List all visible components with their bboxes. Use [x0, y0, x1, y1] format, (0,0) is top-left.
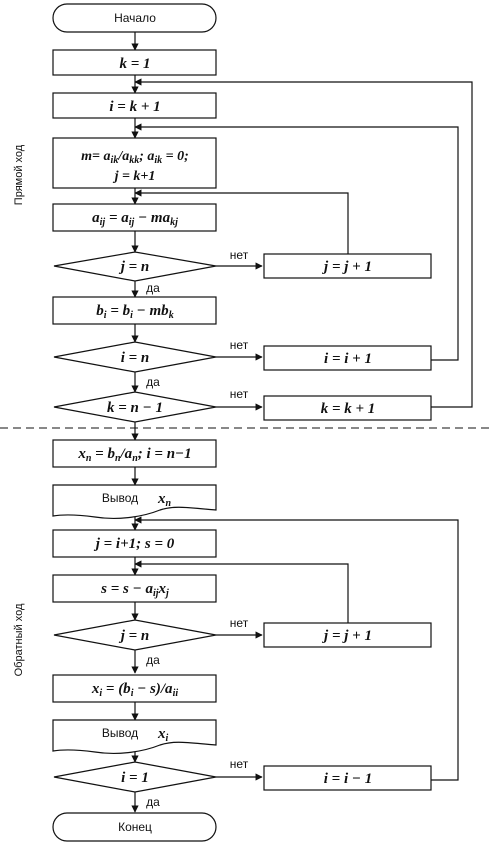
- decision-i-eq-1-formula: i = 1: [121, 770, 149, 786]
- decrement-i-formula: i = i − 1: [324, 771, 372, 787]
- increment-j-backward-block: [263, 622, 432, 648]
- update-b-block: [52, 296, 217, 325]
- xn-block: [52, 439, 217, 468]
- output-xi-label: Вывод: [102, 726, 138, 740]
- no-label: нет: [230, 616, 249, 630]
- output-xi-var: xi: [157, 726, 169, 744]
- init-i-block: [52, 92, 217, 119]
- decision-i-eq-n: [53, 341, 217, 373]
- decision-j-eq-n-backward: [53, 619, 217, 651]
- increment-i-formula: i = i + 1: [324, 351, 372, 367]
- update-a-block: [52, 203, 217, 232]
- accumulate-s-formula: s = s − aijxj: [100, 581, 169, 599]
- increment-j-block: [263, 253, 432, 279]
- accumulate-s-block: [52, 574, 217, 603]
- decrement-i-block: [263, 765, 432, 791]
- decision-i-eq-1: [53, 761, 217, 793]
- init-j-s-formula: j = i+1; s = 0: [94, 536, 175, 552]
- increment-j-formula: j = j + 1: [322, 259, 372, 275]
- no-label: нет: [230, 248, 249, 262]
- yes-label: да: [146, 281, 160, 295]
- no-label: нет: [230, 338, 249, 352]
- output-xi-block: [52, 719, 217, 755]
- xi-block: [52, 674, 217, 703]
- loop-connectors: [134, 78, 473, 781]
- xn-formula: xn = bn/an; i = n−1: [77, 446, 191, 464]
- no-label: нет: [230, 387, 249, 401]
- init-i-formula: i = k + 1: [109, 99, 160, 115]
- increment-j-backward-formula: j = j + 1: [322, 628, 372, 644]
- no-label: нет: [230, 757, 249, 771]
- init-j-formula: j = k+1: [113, 169, 156, 184]
- multiplier-formula: m= aik/akk; aik = 0;: [81, 149, 189, 166]
- start-label: Начало: [114, 11, 156, 25]
- start-terminal: [52, 3, 217, 33]
- update-a-formula: aij = aij − makj: [92, 210, 178, 228]
- update-b-formula: bi = bi − mbk: [96, 303, 173, 321]
- decision-j-eq-n-backward-formula: j = n: [119, 628, 150, 644]
- increment-k-formula: k = k + 1: [321, 401, 376, 417]
- decision-j-eq-n: [53, 251, 217, 282]
- forward-pass-label: Прямой ход: [13, 144, 25, 205]
- increment-i-block: [263, 345, 432, 371]
- yes-label: да: [146, 375, 160, 389]
- increment-k-block: [263, 395, 432, 421]
- output-xn-block: [52, 484, 217, 520]
- init-k-formula: k = 1: [119, 56, 150, 72]
- init-j-s-block: [52, 529, 217, 558]
- decision-k-formula: k = n − 1: [107, 400, 163, 416]
- yes-label: да: [146, 795, 160, 809]
- decision-i-eq-n-formula: i = n: [121, 350, 150, 366]
- end-terminal: [52, 812, 217, 842]
- end-label: Конец: [118, 820, 152, 834]
- backward-pass-label: Обратный ход: [13, 603, 25, 676]
- yes-label: да: [146, 653, 160, 667]
- decision-j-eq-n-formula: j = n: [119, 259, 150, 275]
- decision-k-eq-n-minus-1: [53, 391, 217, 423]
- init-k-block: [52, 49, 217, 76]
- xi-formula: xi = (bi − s)/aii: [91, 681, 178, 699]
- output-xn-label: Вывод: [102, 491, 138, 505]
- multiplier-block: [52, 137, 217, 189]
